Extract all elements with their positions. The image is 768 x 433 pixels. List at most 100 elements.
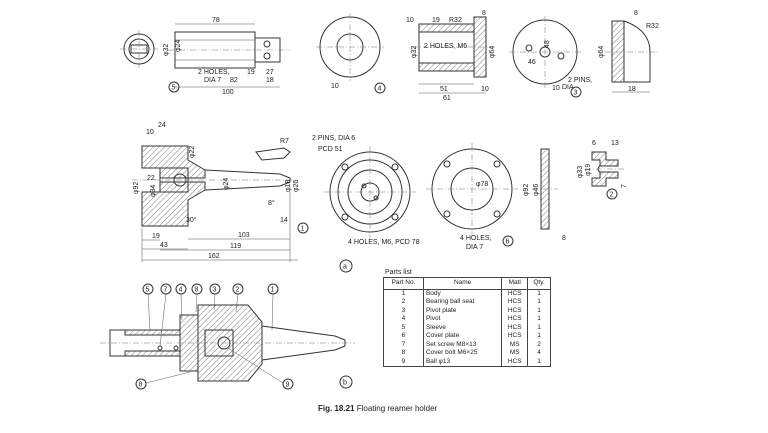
pivot-dim-phi64: φ64 [489,46,496,58]
bearing-seat-drawing: 6 13 φ33 φ19 7 2 [577,140,628,200]
part-matl: HCS [501,323,529,332]
part-name: Bearing ball seat [422,298,503,307]
part-name: Sleeve [422,323,503,332]
parts-list-header-row: Part No. Name Matl Qty. [383,277,551,290]
sleeve-note-dia7: DIA 7 [204,77,221,84]
pivot-plate-side-view [605,20,658,93]
body-drawing: 24 10 R7 φ92 22 φ34 φ22 φ24 φ26 φ18 8° 3… [132,122,309,262]
part-matl: MS [501,349,529,358]
cover-plate-note-pins: 2 PINS, DIA 6 [312,135,355,142]
part-name: Cover plate [422,332,503,341]
part-no: 6 [383,332,424,341]
part-matl: HCS [501,289,529,298]
cover-plate-drawing: 2 PINS, DIA 6 PCD 51 4 HOLES, M6, PCD 78… [312,135,566,251]
part-no: 9 [383,357,424,367]
part-matl: HCS [501,332,529,341]
pivot-plate-balloon [570,86,582,98]
part-no: 2 [383,298,424,307]
body-dim-phi34: φ34 [150,185,157,197]
pivot-plate-side-dim-r32: R32 [646,23,659,30]
body-dim-phi22: φ22 [189,146,196,158]
pivot-plate-end-view [509,16,581,88]
part-qty: 1 [527,306,551,315]
cover-plate-rear-view [426,143,518,235]
view-a-text: a [343,264,347,271]
header-name: Name [422,277,503,290]
body-dim-angle-8: 8° [268,199,275,207]
pivot-plate-side-dim-18: 18 [628,86,636,93]
part-no: 1 [383,289,424,298]
pivot-dim-10c: 10 [481,86,489,93]
body-dim-10: 10 [146,129,154,136]
header-part-no: Part No. [383,277,424,290]
part-qty: 1 [527,332,551,341]
part-no: 4 [383,315,424,324]
cover-plate-note-holes: 4 HOLES, [460,235,492,242]
sleeve-drawing: 78 φ32 φ24 2 HOLES, DIA 7 82 19 27 18 10… [120,17,290,96]
header-matl: Matl [501,277,529,290]
pivot-balloon-number: 4 [378,86,382,93]
body-dim-24: 24 [158,122,166,129]
pivot-plate-balloon-number: 3 [574,90,578,97]
sleeve-dim-19: 19 [247,69,255,76]
part-no: 3 [383,306,424,315]
cover-plate-dim-phi78: φ78 [476,181,488,188]
table-row: 7 Set screw M8×13 MS 2 [383,340,551,349]
part-qty: 4 [527,349,551,358]
pivot-plate-dim-48: 48 [544,40,551,48]
bearing-seat-dim-6: 6 [592,140,596,147]
sleeve-dim-82: 82 [230,77,238,84]
pivot-section-view [412,16,495,94]
body-dim-103: 103 [238,232,250,239]
body-detail-r7 [255,147,291,161]
body-balloon [297,222,309,234]
cover-plate-front-view [324,146,416,238]
body-dim-22: 22 [147,175,155,182]
table-row: 1 Body HCS 1 [383,289,551,298]
pivot-dim-19: 19 [432,17,440,24]
part-qty: 1 [527,357,551,367]
cover-plate-balloon-number: 6 [506,239,510,246]
sleeve-balloon-number: 5 [172,85,176,92]
pivot-dim-10: 10 [331,83,339,90]
pivot-balloon [374,82,386,94]
sleeve-dim-phi32: φ32 [163,44,170,56]
table-row: 9 Ball φ13 HCS 1 [383,357,551,367]
part-qty: 1 [527,298,551,307]
pivot-plate-side-dim-phi64: φ64 [598,46,605,58]
part-name: Pivot [422,315,503,324]
pivot-end-view [316,13,384,81]
pivot-plate-drawing: 48 46 2 PINS, DIA 10 3 8 R32 φ64 18 [509,10,659,98]
sleeve-dim-phi24: φ24 [175,40,182,52]
bearing-seat-balloon [606,188,618,200]
part-name: Set screw M8×13 [422,340,503,349]
part-qty: 1 [527,315,551,324]
body-dim-19: 19 [152,233,160,240]
pivot-drawing: 10 4 10 19 R32 8 2 HOLES, M6 φ32 φ64 51 … [316,10,496,102]
body-dim-phi24: φ24 [223,178,230,190]
part-matl: MS [501,340,529,349]
assembly-tag-5: 5 [146,287,150,294]
cover-plate-note-dia7: DIA 7 [466,244,483,251]
pivot-plate-note-dia: DIA [562,84,574,91]
table-row: 6 Cover plate HCS 1 [383,332,551,341]
body-dim-14: 14 [280,217,288,224]
assembly-tag-1: 1 [271,287,275,294]
part-no: 5 [383,323,424,332]
header-qty: Qty. [527,277,551,290]
body-dim-angle-30: 30° [186,216,197,224]
assembly-section-view [100,304,355,382]
table-row: 2 Bearing ball seat HCS 1 [383,298,551,307]
part-qty: 2 [527,340,551,349]
pivot-plate-note-pins: 2 PINS, [568,77,592,84]
view-a-label [339,259,353,273]
body-dim-phi26: φ26 [293,180,300,192]
sleeve-note-holes: 2 HOLES, [198,69,230,76]
pivot-dim-51: 51 [440,86,448,93]
pivot-dim-61: 61 [443,95,451,102]
cover-plate-dim-phi92: φ92 [523,184,530,196]
bearing-seat-dim-phi33: φ33 [577,166,584,178]
assembly-leaders [145,293,284,384]
bearing-seat-dim-phi19: φ19 [585,164,592,176]
